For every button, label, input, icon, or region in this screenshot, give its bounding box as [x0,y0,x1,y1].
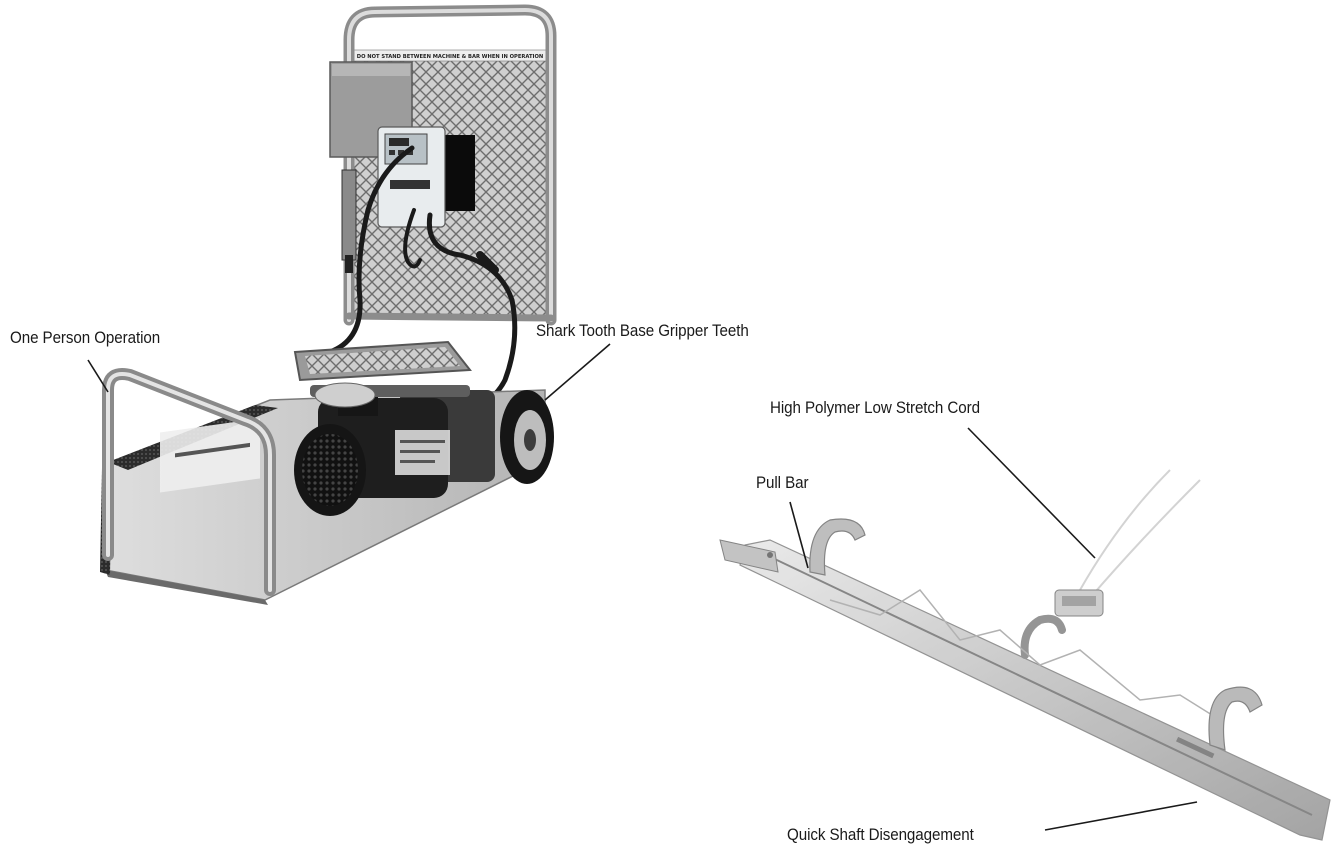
warning-sign-text: DO NOT STAND BETWEEN MACHINE & BAR WHEN … [357,54,543,60]
leader-quick-shaft [1044,801,1198,831]
polymer-cord [1079,469,1201,599]
callout-quick-shaft: Quick Shaft Disengagement [787,826,974,844]
pull-bar-channel [739,539,1331,841]
accessory-tray [293,340,472,382]
electric-motor [294,382,495,516]
carpet-stretcher-machine: DO NOT STAND BETWEEN MACHINE & BAR WHEN … [100,4,557,605]
wheel [500,390,554,484]
left-hook [809,518,866,576]
leader-shark-tooth [544,343,611,401]
right-hook [1208,686,1263,751]
speed-controller [377,126,475,228]
hydraulic-cylinder [341,169,357,273]
leader-lines [87,343,1198,831]
bar-cord-zigzag [829,589,1221,721]
callout-shark-tooth-gripper: Shark Tooth Base Gripper Teeth [536,322,749,340]
cord-clamp [1020,589,1104,659]
shaft-slot [1176,736,1215,759]
leader-polymer-cord [967,427,1096,559]
leader-pull-bar [789,501,809,569]
warning-sign: DO NOT STAND BETWEEN MACHINE & BAR WHEN … [351,49,549,62]
callout-pull-bar: Pull Bar [756,474,809,492]
leader-one-person [87,359,109,393]
front-handle [102,368,276,596]
pull-bar-assembly [719,469,1331,841]
power-cords [327,145,518,415]
callout-one-person-operation: One Person Operation [10,329,161,347]
frame [343,4,557,326]
callout-polymer-cord: High Polymer Low Stretch Cord [770,399,980,417]
bar-left-end [719,539,779,573]
